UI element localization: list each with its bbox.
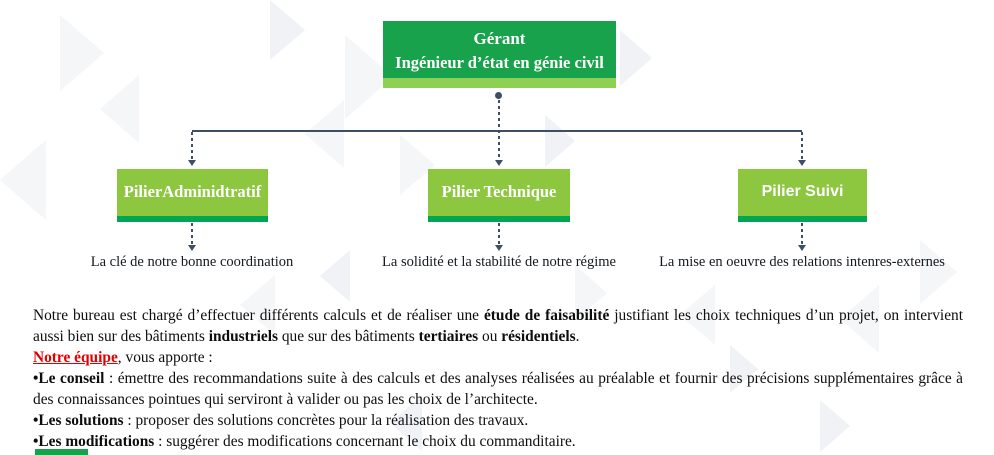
connector-horizontal-line [192,130,802,132]
connector-dashed-left [191,132,193,160]
arrow-down-center [495,160,503,166]
pillar-label: Pilier Suivi [761,183,844,200]
pillar-box-strip [738,216,867,222]
arrow-down-right [798,160,806,166]
triangle-decoration [680,285,715,345]
arrow-down-left [188,160,196,166]
arrow-down-caption-center [495,245,503,251]
pillar-box-technique: Pilier Technique [428,169,570,222]
team-heading: Notre équipe, vous apporte : [33,349,213,366]
triangle-decoration [730,345,758,393]
connector-dashed-right [801,132,803,160]
triangle-decoration [240,275,275,335]
pillar-box-strip [117,216,268,222]
connector-dot [495,92,502,99]
bullet-modifications: •Les modifications : suggérer des modifi… [33,433,576,450]
connector-dashed-caption-right [801,223,803,245]
connector-dashed-caption-left [191,223,193,245]
triangle-decoration [100,75,139,143]
bullet-solutions: •Les solutions : proposer des solutions … [33,412,529,429]
triangle-decoration [390,395,422,451]
triangle-decoration [840,285,879,353]
triangle-decoration [270,0,305,60]
triangle-decoration [0,140,46,220]
intro-paragraph: Notre bureau est chargé d’effectuer diff… [33,307,964,345]
arrow-down-caption-left [188,245,196,251]
cropped-next-box [35,449,88,455]
pillar-label: PilierAdminidtratif [123,182,262,201]
triangle-decoration [920,240,957,304]
arrow-down-caption-right [798,245,806,251]
pillar-box-suivi: Pilier Suivi [738,169,867,222]
root-box: Gérant Ingénieur d’état en génie civil [383,21,616,88]
triangle-decoration [320,250,350,302]
pillar-caption-technique: La solidité et la stabilité de notre rég… [382,254,616,270]
pillar-box-administratif: PilierAdminidtratif [117,169,268,222]
triangle-decoration [545,115,575,167]
triangle-decoration [60,15,104,91]
bullet-conseil: •Le conseil : émettre des recommandation… [33,370,963,408]
root-title: Gérant [473,29,526,48]
triangle-decoration [820,400,850,452]
root-box-strip [383,78,616,88]
triangle-decoration [575,265,607,321]
connector-dashed-caption-center [498,223,500,245]
body-text: Notre bureau est chargé d’effectuer diff… [33,305,963,452]
triangle-decoration [305,100,344,168]
root-subtitle: Ingénieur d’état en génie civil [395,53,604,72]
pillar-box-strip [428,216,570,222]
pillar-caption-suivi: La mise en oeuvre des relations intenres… [659,254,945,270]
triangle-decoration [620,30,652,86]
pillar-label: Pilier Technique [441,182,557,201]
pillar-caption-administratif: La clé de notre bonne coordination [90,254,294,270]
